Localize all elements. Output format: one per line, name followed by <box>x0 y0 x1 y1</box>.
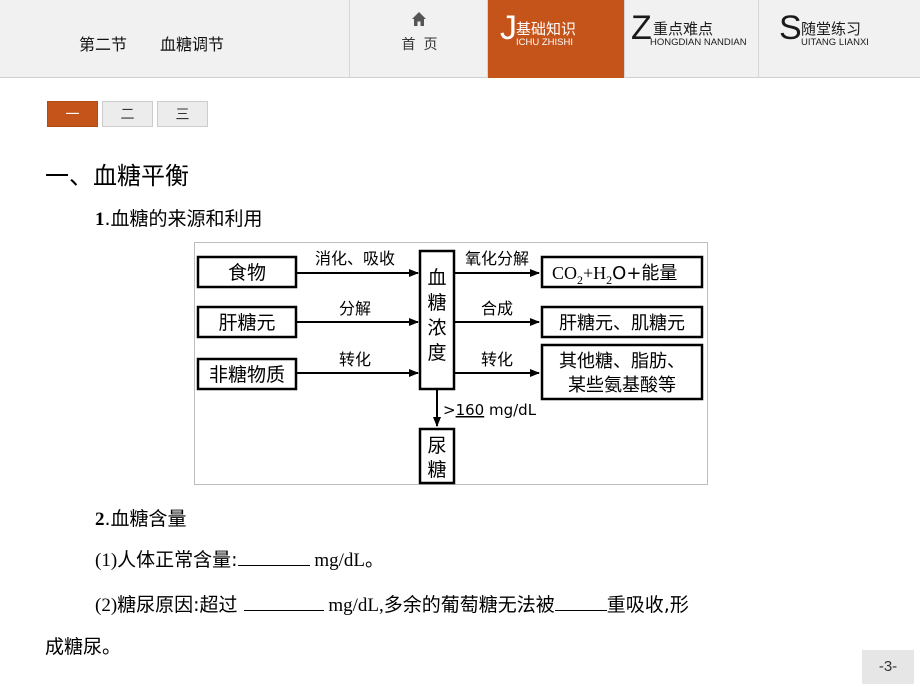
section-tab-2[interactable]: 二 <box>102 101 153 127</box>
label-synthesize: 合成 <box>481 299 513 318</box>
lesson-title: 第二节 血糖调节 <box>0 0 350 78</box>
tab-pinyin: UITANG LIANXI <box>801 37 869 48</box>
blood-sugar-diagram: 食物 肝糖元 非糖物质 血 糖 浓 度 消化、吸收 分解 转化 氧化分解 合成 … <box>194 242 708 485</box>
output-energy: CO2+H2O+能量 <box>552 263 677 287</box>
tab-label: 重点难点 <box>653 20 714 38</box>
chapter-label: 第二节 <box>79 35 128 54</box>
output-others-line2: 某些氨基酸等 <box>568 375 676 396</box>
source-box-food <box>196 255 298 289</box>
source-box-non-sugar <box>196 357 298 391</box>
label-convert-out: 转化 <box>481 350 513 369</box>
source-non-sugar: 非糖物质 <box>209 364 285 386</box>
diabetes-cause-line: (2)糖尿原因:超过 mg/dL,多余的葡萄糖无法被重吸收,形 <box>95 593 689 616</box>
urine-box <box>418 427 456 485</box>
blank-reabsorb-organ[interactable] <box>554 593 607 611</box>
tab-letter: J <box>500 9 517 47</box>
tab-pinyin: ICHU ZHISHI <box>516 37 573 48</box>
home-label: 首页 <box>401 37 446 53</box>
tab-key-points[interactable]: Z 重点难点 HONGDIAN NANDIAN <box>625 0 759 78</box>
home-icon <box>412 12 426 26</box>
center-char-4: 度 <box>427 342 446 364</box>
center-char-1: 血 <box>427 267 446 289</box>
source-box-liver-glycogen <box>196 305 298 339</box>
subheading-1: 1.血糖的来源和利用 <box>95 208 263 230</box>
label-digest-absorb: 消化、吸收 <box>315 249 395 268</box>
center-char-3: 浓 <box>427 317 446 339</box>
section-tab-1[interactable]: 一 <box>47 101 98 127</box>
tab-label: 随堂练习 <box>801 20 862 38</box>
section-tab-3[interactable]: 三 <box>157 101 208 127</box>
home-button[interactable]: 首页 <box>351 0 488 78</box>
label-oxidize: 氧化分解 <box>465 249 529 268</box>
source-liver-glycogen: 肝糖元 <box>218 312 275 334</box>
center-box <box>418 249 456 391</box>
diabetes-cause-line-2: 成糖尿。 <box>45 636 122 658</box>
output-glycogen: 肝糖元、肌糖元 <box>559 313 685 334</box>
tab-label: 基础知识 <box>516 20 577 38</box>
output-others-line1: 其他糖、脂肪、 <box>559 351 685 372</box>
section-title: 血糖调节 <box>160 35 225 54</box>
source-food: 食物 <box>228 262 266 284</box>
normal-level-line: (1)人体正常含量: mg/dL。 <box>95 548 384 571</box>
top-nav-bar: 第二节 血糖调节 首页 J 基础知识 ICHU ZHISHI Z 重点难点 HO… <box>0 0 920 78</box>
output-box-energy <box>540 255 704 289</box>
tab-basic-knowledge[interactable]: J 基础知识 ICHU ZHISHI <box>488 0 625 78</box>
label-convert-in: 转化 <box>339 350 371 369</box>
tab-practice[interactable]: S 随堂练习 UITANG LIANXI <box>759 0 920 78</box>
urine-char-2: 糖 <box>427 459 446 481</box>
blank-threshold[interactable] <box>243 593 324 611</box>
center-char-2: 糖 <box>427 292 446 314</box>
tab-pinyin: HONGDIAN NANDIAN <box>650 37 747 48</box>
subheading-2: 2.血糖含量 <box>95 508 187 530</box>
threshold-label: >160 mg/dL <box>443 401 537 419</box>
diagram-canvas: 食物 肝糖元 非糖物质 血 糖 浓 度 消化、吸收 分解 转化 氧化分解 合成 … <box>196 249 704 485</box>
blank-normal-level[interactable] <box>237 548 310 566</box>
section-heading: 一、血糖平衡 <box>45 162 189 190</box>
tab-letter: S <box>779 9 802 47</box>
label-decompose: 分解 <box>339 299 371 318</box>
output-box-glycogen <box>540 305 704 339</box>
tab-letter: Z <box>631 9 652 47</box>
urine-char-1: 尿 <box>427 435 446 457</box>
output-box-others <box>540 343 704 401</box>
page-number: -3- <box>862 650 914 684</box>
